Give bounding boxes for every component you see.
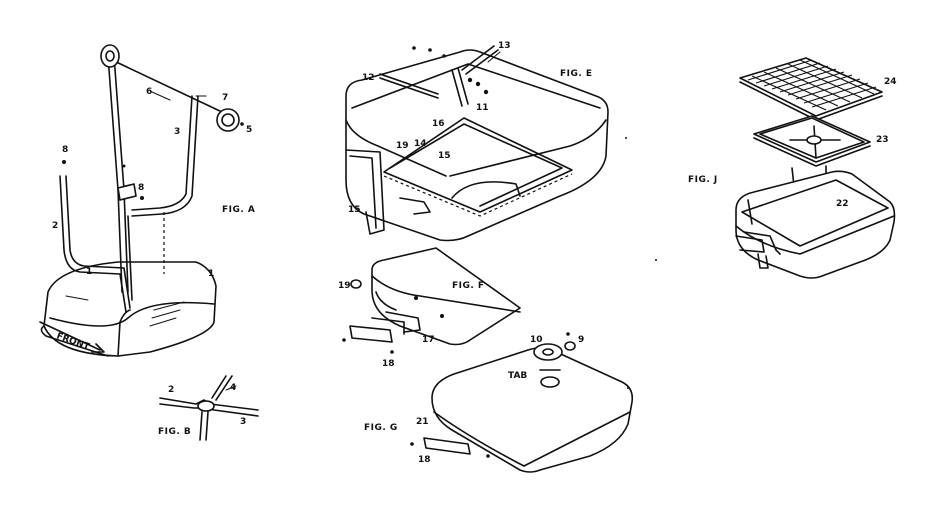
fig-a-assembly (39, 44, 244, 357)
callout-13: 13 (498, 41, 511, 51)
fig-e-label: FIG. E (560, 69, 593, 79)
callout-9: 9 (578, 335, 584, 345)
fig-b-callout-2: 2 (168, 385, 174, 395)
fig-e-bowl (345, 45, 609, 242)
callout-3: 3 (174, 127, 180, 137)
fig-b-label: FIG. B (158, 427, 191, 437)
callout-7: 7 (222, 93, 228, 103)
fig-j-assembly (735, 57, 896, 279)
fig-a-leg-3 (107, 55, 123, 293)
callout-16: 16 (432, 119, 445, 129)
callout-18-f: 18 (382, 359, 395, 369)
fig-j-bowl (735, 170, 896, 279)
fig-g-vent (533, 343, 563, 361)
callout-5: 5 (246, 125, 252, 135)
fig-j-label: FIG. J (688, 175, 718, 185)
fig-b-callout-4: 4 (230, 383, 236, 393)
fig-b-cross-brace (159, 375, 259, 441)
callout-24: 24 (884, 77, 897, 87)
callout-6: 6 (146, 87, 152, 97)
fig-a-axle (111, 59, 223, 113)
callout-1-right: 1 (208, 269, 214, 279)
callout-18-g: 18 (418, 455, 431, 465)
callout-2: 2 (52, 221, 58, 231)
callout-22: 22 (836, 199, 849, 209)
fig-g-lid-body (431, 347, 634, 473)
callout-17: 17 (422, 335, 435, 345)
callout-14: 14 (414, 139, 427, 149)
callout-19-left: 19 (338, 281, 351, 291)
fig-a-wheel-left (100, 44, 120, 68)
fig-g-lid (410, 332, 634, 473)
callout-1-left: 1 (86, 267, 92, 277)
fig-a-leg-2 (59, 175, 127, 313)
fig-f-bowl-body (371, 247, 521, 346)
fig-a-label: FIG. A (222, 205, 255, 215)
callout-19-top: 19 (396, 141, 409, 151)
tab-annotation: TAB (508, 371, 527, 381)
fig-a-wheel-right (216, 108, 240, 132)
fig-j-grate (739, 57, 883, 121)
fig-g-label: FIG. G (364, 423, 398, 433)
callout-8-top: 8 (62, 145, 68, 155)
callout-10: 10 (530, 335, 543, 345)
fig-f-bowl (342, 247, 521, 354)
callout-15-outer: 15 (348, 205, 361, 215)
callout-21: 21 (416, 417, 429, 427)
fig-e-bowl-body (345, 49, 609, 242)
callout-15-inner: 15 (438, 151, 451, 161)
callout-11: 11 (476, 103, 489, 113)
fig-f-label: FIG. F (452, 281, 485, 291)
callout-12: 12 (362, 73, 375, 83)
fig-b-callout-3: 3 (240, 417, 246, 427)
fig-j-tray (753, 115, 871, 205)
callout-23: 23 (876, 135, 889, 145)
callout-8-center: 8 (138, 183, 144, 193)
